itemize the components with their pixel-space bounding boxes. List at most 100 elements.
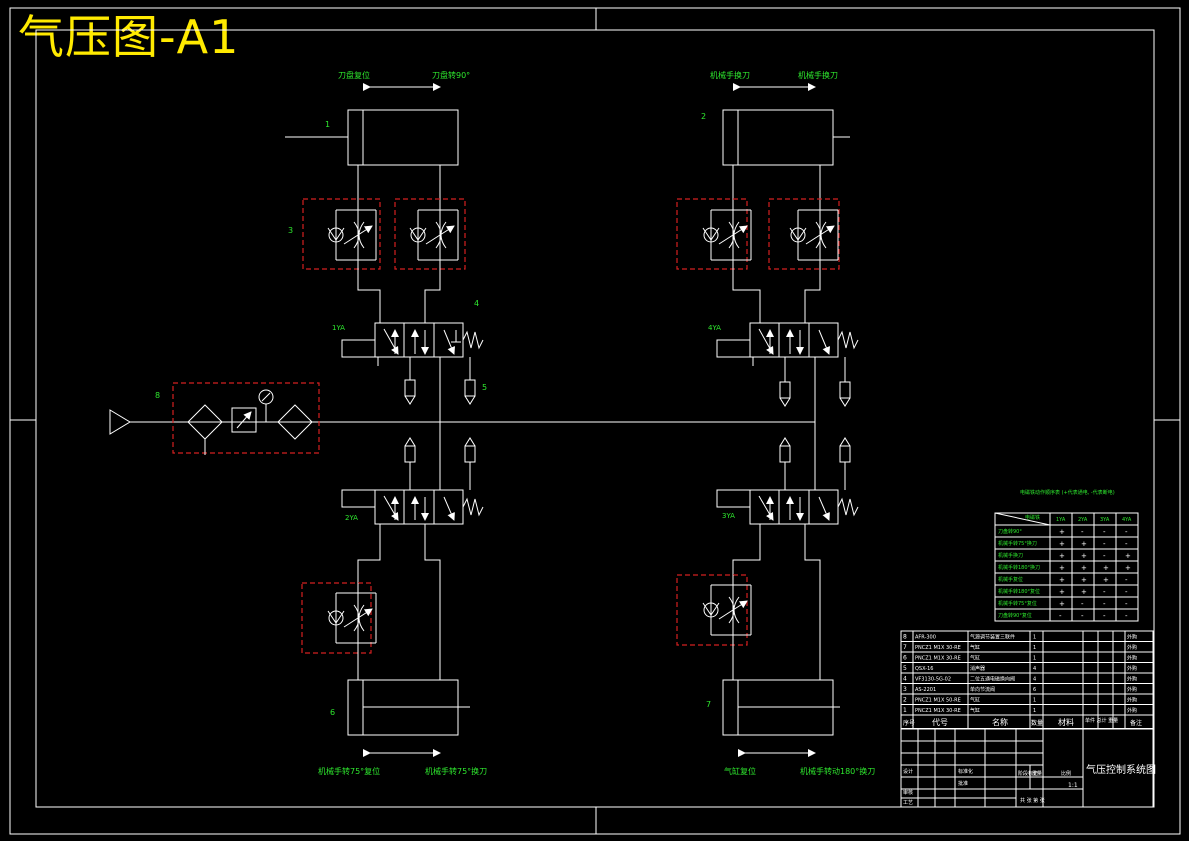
cylinder-6 xyxy=(347,679,470,736)
parts-row-note: 外购 xyxy=(1127,697,1137,704)
parts-row-no: 1 xyxy=(903,707,907,714)
throttle-valve-3d xyxy=(768,198,840,270)
part-no-2: 2 xyxy=(701,112,706,121)
action-table-cell: - xyxy=(1103,540,1106,548)
part-no-7: 7 xyxy=(706,700,711,709)
frl-unit-8 xyxy=(172,382,320,455)
action-table-cell: + xyxy=(1125,552,1131,560)
parts-header-material: 材料 xyxy=(1058,717,1074,727)
action-table-cell: + xyxy=(1059,552,1065,560)
parts-row-no: 2 xyxy=(903,697,907,704)
throttle-valve-3a xyxy=(302,198,381,270)
solenoid-valve-1ya xyxy=(341,322,484,366)
action-table-row-label: 机械手复位 xyxy=(998,576,1023,583)
parts-row-note: 外购 xyxy=(1127,665,1137,672)
outer-border xyxy=(9,7,1181,835)
parts-row-name: 单向节流阀 xyxy=(970,686,995,693)
action-table-cell: + xyxy=(1081,540,1087,548)
parts-row-qty: 1 xyxy=(1033,645,1036,651)
action-table-cell: - xyxy=(1125,576,1128,584)
throttle-valve-3f xyxy=(676,574,751,646)
parts-row-code: PNCZ1 M1X 30-RE xyxy=(915,656,961,662)
action-table-cell: + xyxy=(1081,576,1087,584)
action-table-cell: - xyxy=(1103,552,1106,560)
action-table-cell: + xyxy=(1059,564,1065,572)
action-table-cell: + xyxy=(1081,552,1087,560)
parts-row-qty: 4 xyxy=(1033,666,1036,672)
action-table-cell: - xyxy=(1103,588,1106,596)
inner-border xyxy=(35,29,1155,808)
part-no-8: 8 xyxy=(155,391,160,400)
parts-row-no: 6 xyxy=(903,655,907,662)
tb-weight: 重量 xyxy=(1032,770,1042,777)
parts-header-no: 序号 xyxy=(903,719,915,727)
action-table-cell: + xyxy=(1059,588,1065,596)
parts-row-code: VF3130-5G-02 xyxy=(915,677,951,683)
action-table-row-label: 机械手转75°复位 xyxy=(998,600,1037,607)
action-table-cell: - xyxy=(1125,588,1128,596)
action-table-cell: - xyxy=(1103,612,1106,620)
parts-row-code: AFR-300 xyxy=(915,635,936,641)
parts-row-no: 4 xyxy=(903,676,907,683)
action-table-cell: - xyxy=(1081,528,1084,536)
action-table-cell: + xyxy=(1103,564,1109,572)
action-table-col: 3YA xyxy=(1100,517,1110,523)
parts-row-qty: 1 xyxy=(1033,656,1036,662)
parts-header-name: 名称 xyxy=(992,717,1008,727)
parts-row-name: 二位五通电磁换向阀 xyxy=(970,676,1015,683)
parts-row-code: PNCZ1 M1X 50-RE xyxy=(915,698,961,704)
cylinder-7 xyxy=(722,679,840,736)
action-table-cell: - xyxy=(1103,528,1106,536)
action-table-cell: + xyxy=(1081,564,1087,572)
part-no-6: 6 xyxy=(330,708,335,717)
action-table-col: 4YA xyxy=(1122,517,1132,523)
action-table-cell: - xyxy=(1081,600,1084,608)
action-table-cell: + xyxy=(1059,540,1065,548)
label-bottom-left-left: 机械手转75°复位 xyxy=(318,766,380,776)
part-no-3: 3 xyxy=(288,226,293,235)
parts-row-name: 气缸 xyxy=(970,707,980,714)
action-table-row-label: 机械手转180°复位 xyxy=(998,588,1040,595)
parts-row-name: 气缸 xyxy=(970,655,980,662)
part-no-4: 4 xyxy=(474,299,479,308)
action-table-cell: - xyxy=(1125,612,1128,620)
tb-standard: 标准化 xyxy=(958,768,973,775)
parts-row-note: 外购 xyxy=(1127,676,1137,683)
title-block: 设计 审核 工艺 标准化 批准 阶段标记 重量 比例 1:1 共 张 第 张 气… xyxy=(900,728,1156,808)
action-table-col: 1YA xyxy=(1056,517,1066,523)
parts-row-name: 气缸 xyxy=(970,697,980,704)
action-table-cell: - xyxy=(1081,612,1084,620)
solenoid-valve-3ya xyxy=(716,489,859,525)
action-table-cell: + xyxy=(1081,588,1087,596)
tb-approve: 批准 xyxy=(958,780,968,787)
throttle-valve-3e xyxy=(301,582,376,654)
part-no-5: 5 xyxy=(482,383,487,392)
parts-row-qty: 4 xyxy=(1033,677,1036,683)
action-table-cell: - xyxy=(1125,540,1128,548)
parts-row-note: 外购 xyxy=(1127,644,1137,651)
solenoid-4ya-label: 4YA xyxy=(708,324,721,332)
solenoid-valve-2ya xyxy=(341,489,484,525)
parts-row-code: PNCZ1 M1X 30-RE xyxy=(915,708,961,714)
action-table-cell: - xyxy=(1125,600,1128,608)
action-table-row-label: 机械手转180°换刀 xyxy=(998,564,1040,571)
parts-row-qty: 1 xyxy=(1033,708,1036,714)
tb-ratio: 比例 xyxy=(1061,770,1071,777)
action-table-cell: - xyxy=(1059,612,1062,620)
solenoid-1ya-label: 1YA xyxy=(332,324,345,332)
solenoid-3ya-label: 3YA xyxy=(722,512,735,520)
action-table-row-label: 机械手换刀 xyxy=(998,552,1023,559)
parts-header-weight: 单件 总计 重量 xyxy=(1085,717,1118,724)
action-table-row-label: 刀盘转90° xyxy=(998,528,1022,535)
parts-row-code: AS-2201 xyxy=(915,687,936,693)
drawing-title: 气压图-A1 xyxy=(18,10,240,64)
solenoid-valve-4ya xyxy=(716,322,859,366)
label-bottom-right-right: 机械手转动180°换刀 xyxy=(800,766,875,776)
parts-row-no: 3 xyxy=(903,686,907,693)
action-table-cell: - xyxy=(1103,600,1106,608)
parts-row-no: 7 xyxy=(903,644,907,651)
action-table-cell: + xyxy=(1059,576,1065,584)
